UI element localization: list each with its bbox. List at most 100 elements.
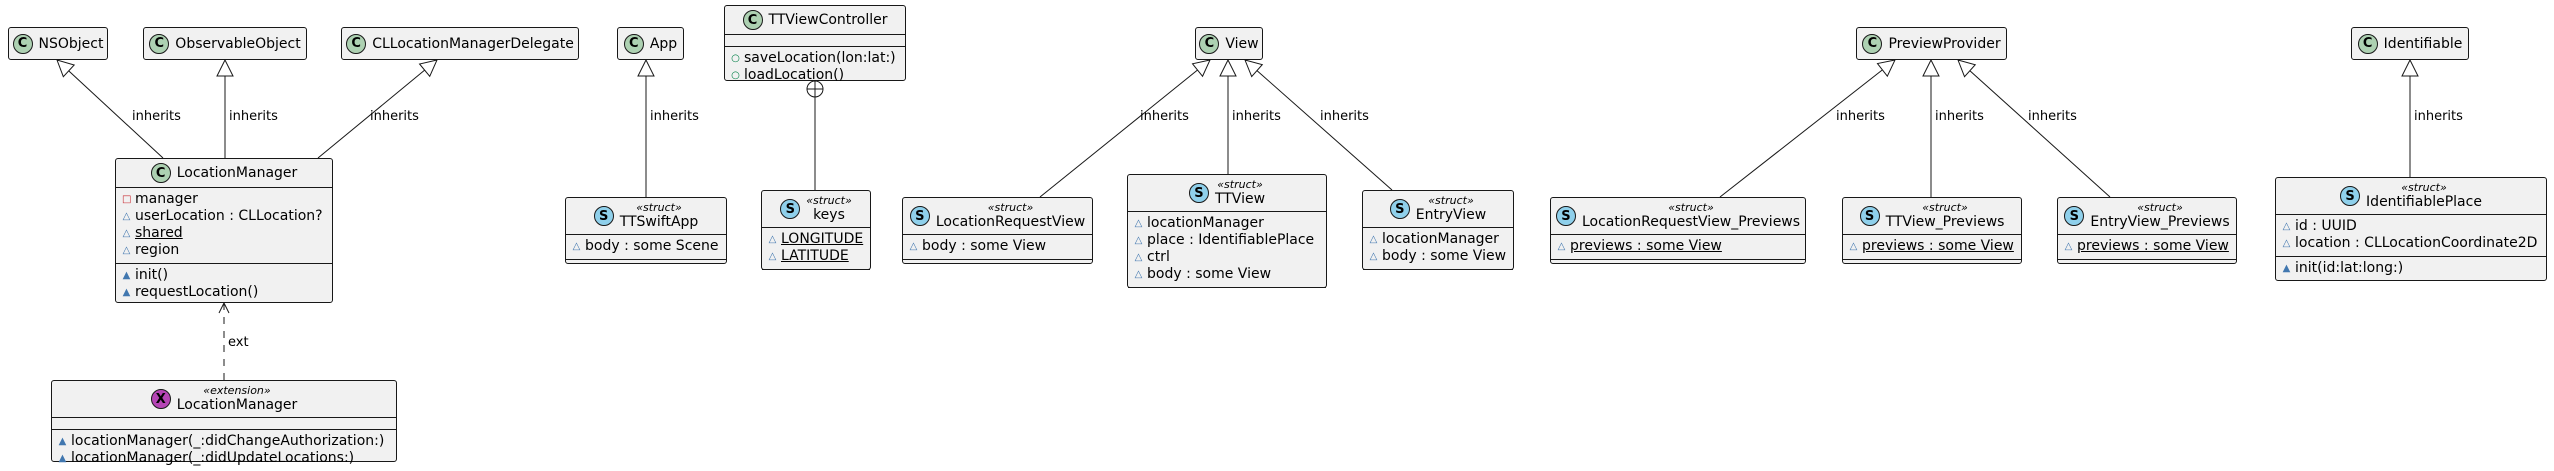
struct-icon: S — [2064, 206, 2085, 226]
node-titlebox: PreviewProvider — [1888, 36, 2000, 52]
edge-label: inherits — [1140, 109, 1189, 124]
inheritance-arrowhead — [1957, 59, 1977, 78]
visibility-icon: ○ — [731, 53, 740, 64]
edge-label: inherits — [1232, 109, 1281, 124]
field-latitude: △LATITUDE — [768, 248, 864, 265]
struct-icon: S — [1389, 199, 1410, 219]
node-titlebox: «struct»EntryView — [1415, 195, 1487, 224]
struct-icon: S — [593, 206, 614, 226]
edge-locationmanager-to-nsobject: inherits — [56, 59, 181, 159]
edge-label: inherits — [1935, 109, 1984, 124]
visibility-icon: △ — [2282, 221, 2291, 232]
fields-section: △LONGITUDE△LATITUDE — [762, 227, 870, 269]
method-loadlocation: ○loadLocation() — [731, 67, 899, 84]
node-titlebox: «extension»LocationManager — [177, 385, 298, 414]
method-text: init() — [135, 267, 169, 283]
field-text: ctrl — [1147, 249, 1170, 265]
method-savelocation-lon-lat: ○saveLocation(lon:lat:) — [731, 50, 899, 67]
node-title: keys — [813, 207, 845, 223]
field-region: △region — [122, 242, 326, 259]
node-titlebox: ObservableObject — [175, 36, 300, 52]
class-icon: C — [12, 33, 33, 54]
field-text: body : some Scene — [585, 238, 719, 254]
node-ttview-previews[interactable]: S«struct»TTView_Previews△previews : some… — [1842, 197, 2022, 264]
visibility-icon: △ — [1134, 252, 1143, 263]
node-titlebox: «struct»LocationRequestView_Previews — [1582, 202, 1800, 231]
methods-section — [1363, 269, 1513, 276]
fields-section: △ locationManager△place : IdentifiablePla… — [1128, 211, 1326, 287]
methods-section — [2058, 259, 2236, 266]
methods-section: ▲ init()▲requestLocation() — [116, 263, 332, 305]
node-ttswiftapp[interactable]: S«struct»TTSwiftApp △ body : some Scene — [565, 197, 727, 264]
methods-section — [762, 269, 870, 276]
field-locationmanager: △ locationManager — [1134, 215, 1320, 232]
inheritance-arrowhead — [1219, 58, 1237, 77]
edge-label: inherits — [2414, 109, 2463, 124]
field-place-identifiableplace: △place : IdentifiablePlace — [1134, 232, 1320, 249]
node-locationmanager-ext[interactable]: X«extension»LocationManager▲locationMana… — [51, 380, 397, 466]
visibility-icon: ▲ — [122, 287, 131, 298]
node-title: NSObject — [38, 35, 104, 52]
node-ttview[interactable]: S«struct»TTView △ locationManager△place : … — [1127, 174, 1327, 288]
edge-label: inherits — [370, 109, 419, 124]
edge-entryview-to-view: inherits — [1244, 59, 1393, 191]
node-title: Identifiable — [2383, 35, 2463, 52]
edge-locationmanager-ext-to-locationmanager: ext — [218, 301, 249, 380]
edge-locationrequestview-previews-to-previewprovider: inherits — [1719, 59, 1896, 198]
field-text: body : some View — [1147, 266, 1272, 282]
node-keys[interactable]: S«struct»keys△LONGITUDE△LATITUDE — [761, 190, 871, 270]
node-locationrequestview[interactable]: S«struct»LocationRequestView△body : some… — [902, 197, 1093, 264]
method-text: locationManager(_:didChangeAuthorization… — [71, 433, 385, 449]
fields-section — [52, 417, 396, 429]
field-text: previews : some View — [2077, 238, 2229, 254]
field-manager: □manager — [122, 191, 326, 208]
node-header: S«struct»TTView — [1128, 175, 1326, 211]
visibility-icon: □ — [122, 194, 132, 205]
node-title: TTViewController — [768, 12, 888, 28]
node-title: EntryView — [1415, 207, 1487, 223]
field-text: locationManager — [1147, 215, 1264, 231]
node-titlebox: App — [650, 36, 677, 52]
field-body-some-view: △body : some View — [909, 238, 1086, 255]
node-entryview-previews[interactable]: S«struct»EntryView_Previews△previews : s… — [2057, 197, 2237, 264]
inheritance-arrowhead — [637, 58, 655, 77]
node-header: S«struct»TTView_Previews — [1843, 198, 2021, 234]
edge-label: inherits — [229, 109, 278, 124]
visibility-icon: △ — [572, 241, 581, 252]
inheritance-arrowhead — [1876, 59, 1896, 78]
methods-section — [1551, 259, 1805, 266]
node-header: S«struct»TTSwiftApp — [566, 198, 726, 234]
method-locationmanager-didupdatelocations: ▲locationManager(_:didUpdateLocations:) — [58, 450, 390, 467]
node-titlebox: «struct»IdentifiablePlace — [2366, 181, 2482, 211]
visibility-icon: ○ — [731, 70, 740, 81]
node-titlebox: Identifiable — [2384, 36, 2463, 52]
visibility-icon: △ — [1134, 218, 1143, 229]
methods-section — [566, 259, 726, 266]
method-text: locationManager(_:didUpdateLocations:) — [71, 450, 355, 466]
field-body-some-scene: △ body : some Scene — [572, 238, 720, 255]
edge-label: inherits — [132, 109, 181, 124]
node-identifiableplace[interactable]: S«struct»IdentifiablePlace△id : UUID△loc… — [2275, 177, 2547, 281]
node-title: ObservableObject — [175, 35, 301, 52]
node-entryview[interactable]: S«struct»EntryView△locationManager△body … — [1362, 190, 1514, 270]
methods-section: ▲locationManager(_:didChangeAuthorizatio… — [52, 429, 396, 471]
edge-locationmanager-to-cllocationmanagerdelegate: inherits — [317, 59, 438, 159]
stereotype-label: «struct» — [1217, 178, 1263, 191]
stereotype-label: «struct» — [2401, 181, 2447, 194]
visibility-icon: △ — [768, 251, 777, 262]
node-nsobject[interactable]: C NSObject — [8, 27, 108, 60]
method-requestlocation: ▲requestLocation() — [122, 284, 326, 301]
node-locationrequestview-previews[interactable]: S«struct»LocationRequestView_Previews△pr… — [1550, 197, 1806, 264]
node-titlebox: LocationManager — [177, 165, 298, 181]
field-location-cllocationcoordinate2d: △location : CLLocationCoordinate2D — [2282, 235, 2540, 252]
